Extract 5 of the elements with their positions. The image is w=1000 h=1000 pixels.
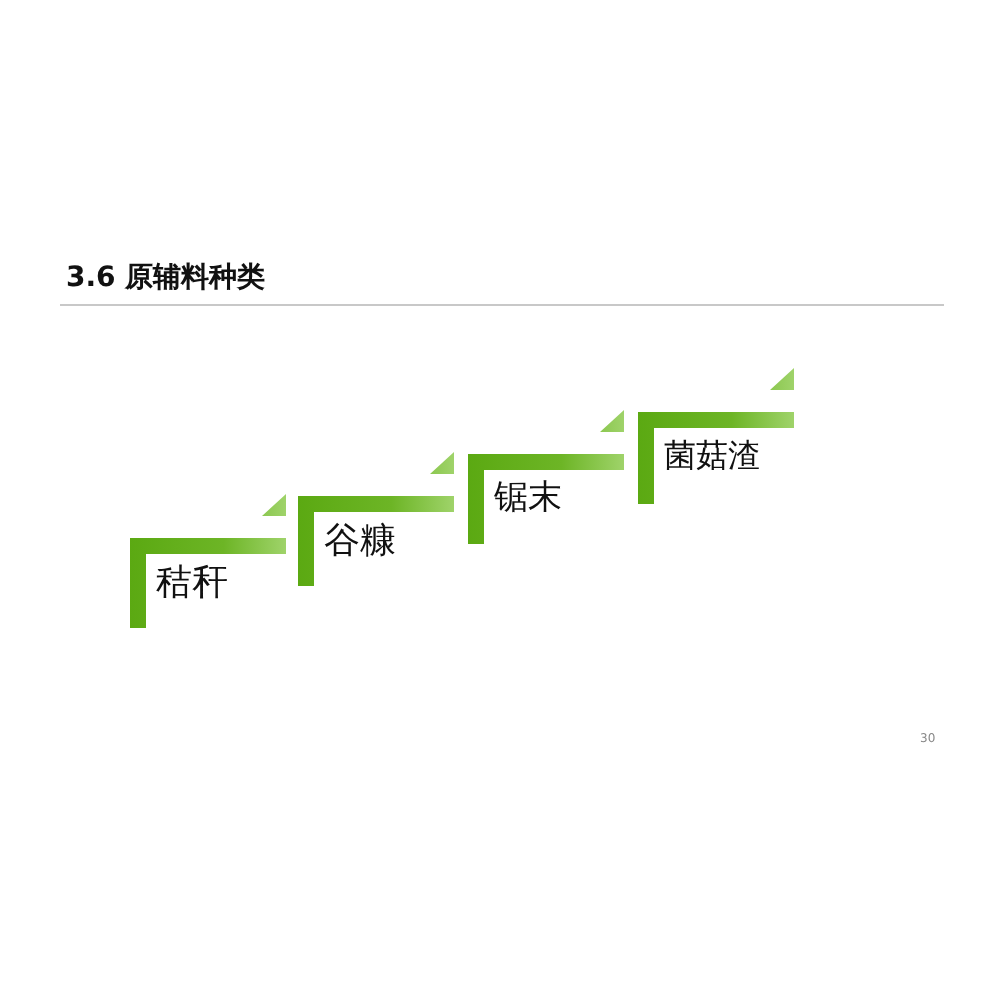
step-label: 谷糠	[324, 524, 396, 560]
step-label: 秸秆	[156, 566, 228, 602]
slide-title: 3.6 原辅料种类	[66, 264, 266, 292]
step-label: 锯末	[494, 482, 562, 516]
step-label: 菌菇渣	[664, 440, 760, 472]
